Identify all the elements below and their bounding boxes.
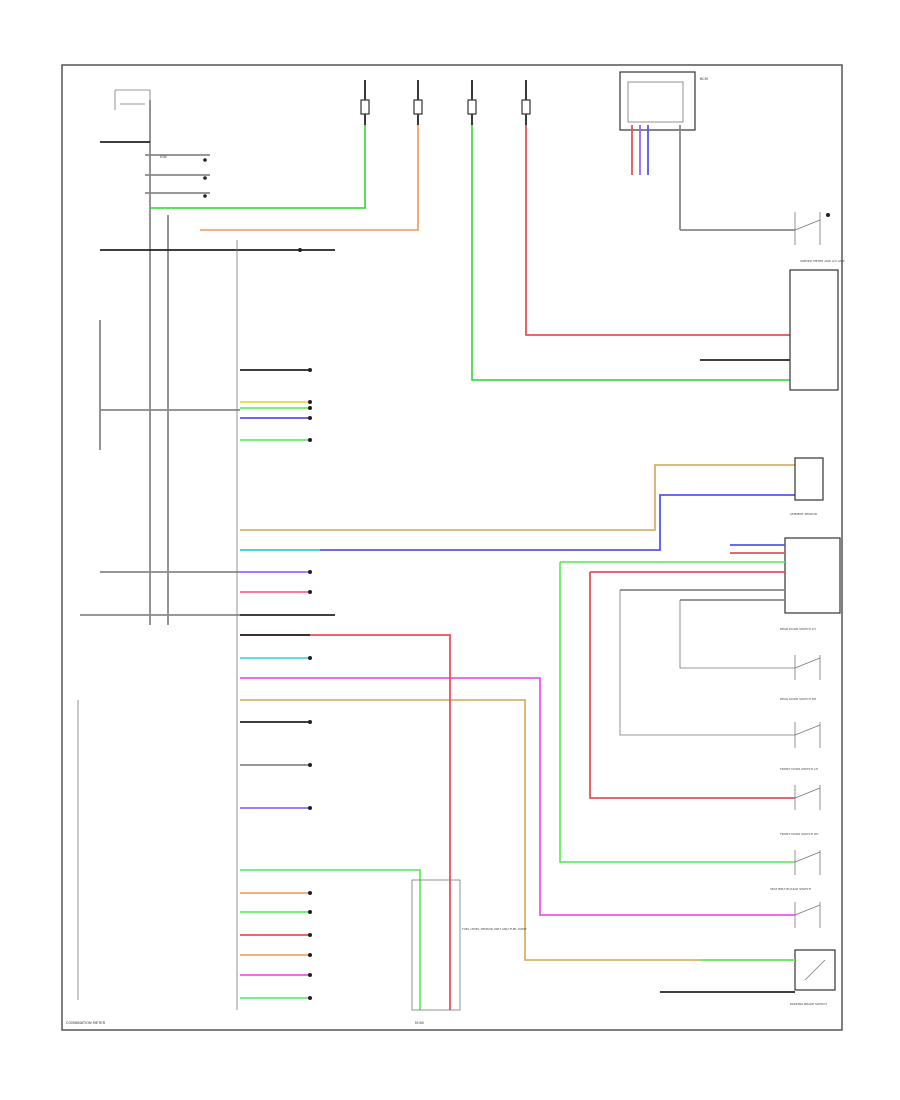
wire-blue — [240, 494, 795, 551]
bottom-connector-label: M-60 — [415, 1021, 425, 1025]
wire-green-2 — [471, 125, 790, 381]
power-rows — [80, 570, 335, 616]
parking-brake-label: PARKING BRAKE SWITCH — [790, 1002, 827, 1006]
bcm-module: BCM — [619, 71, 708, 230]
rear-door-lh-label: REAR DOOR SWITCH LH — [780, 627, 816, 631]
switch-rear-door-rh: REAR DOOR SWITCH RH — [780, 697, 821, 748]
top-right-switch — [680, 212, 830, 245]
wire-green-1 — [150, 125, 366, 209]
rear-door-rh-label: REAR DOOR SWITCH RH — [780, 697, 816, 701]
wire-red-1 — [525, 125, 790, 336]
wire-gray-2 — [679, 600, 795, 669]
fuel-sender: FUEL LEVEL SENSOR UNIT AND FUEL PUMP — [411, 879, 527, 1011]
mid-rows — [240, 634, 312, 810]
wire-orange — [200, 125, 419, 231]
wire-gray-1 — [619, 590, 795, 736]
lower-rows — [240, 869, 421, 1010]
ignition-block: IGN — [100, 141, 210, 198]
front-door-rh-label: FRONT DOOR SWITCH RH — [780, 832, 818, 836]
wire-green-door — [559, 562, 795, 863]
fuse-4-icon — [521, 99, 531, 115]
fuse-row — [360, 80, 531, 125]
diagram-frame — [61, 64, 843, 1031]
ign-label: IGN — [160, 155, 167, 159]
fuse-3-icon — [467, 99, 477, 115]
wire-tan-lower — [240, 699, 795, 961]
fuse-2-icon — [413, 99, 423, 115]
parking-brake-switch: PARKING BRAKE SWITCH — [790, 949, 836, 1006]
wire-magenta — [240, 677, 795, 916]
fuse-1-icon — [360, 99, 370, 115]
black-wire-row — [100, 248, 335, 252]
wire-red-door — [589, 572, 795, 799]
switch-rear-door-lh: REAR DOOR SWITCH LH — [780, 627, 821, 680]
ambient-sensor-label: AMBIENT SENSOR — [790, 512, 817, 516]
unified-meter-label: UNIFIED METER AND A/C AMP — [800, 259, 845, 263]
door-switch-block — [560, 537, 841, 614]
wire-tan — [240, 464, 795, 531]
seat-belt-label: SEAT BELT BUCKLE SWITCH — [770, 887, 811, 891]
bcm-label: BCM — [700, 77, 708, 81]
middle-left-wires — [100, 368, 312, 442]
fuel-sender-label: FUEL LEVEL SENSOR UNIT AND FUEL PUMP — [462, 927, 527, 931]
switch-front-door-rh: FRONT DOOR SWITCH RH — [780, 832, 821, 875]
front-door-lh-label: FRONT DOOR SWITCH LH — [780, 767, 818, 771]
unified-meter-box: UNIFIED METER AND A/C AMP — [700, 259, 845, 391]
ambient-sensor: AMBIENT SENSOR — [790, 457, 824, 516]
ground-symbol — [114, 89, 151, 110]
switch-front-door-lh: FRONT DOOR SWITCH LH — [780, 767, 821, 810]
footer-label: COMBINATION METER — [66, 1021, 106, 1025]
